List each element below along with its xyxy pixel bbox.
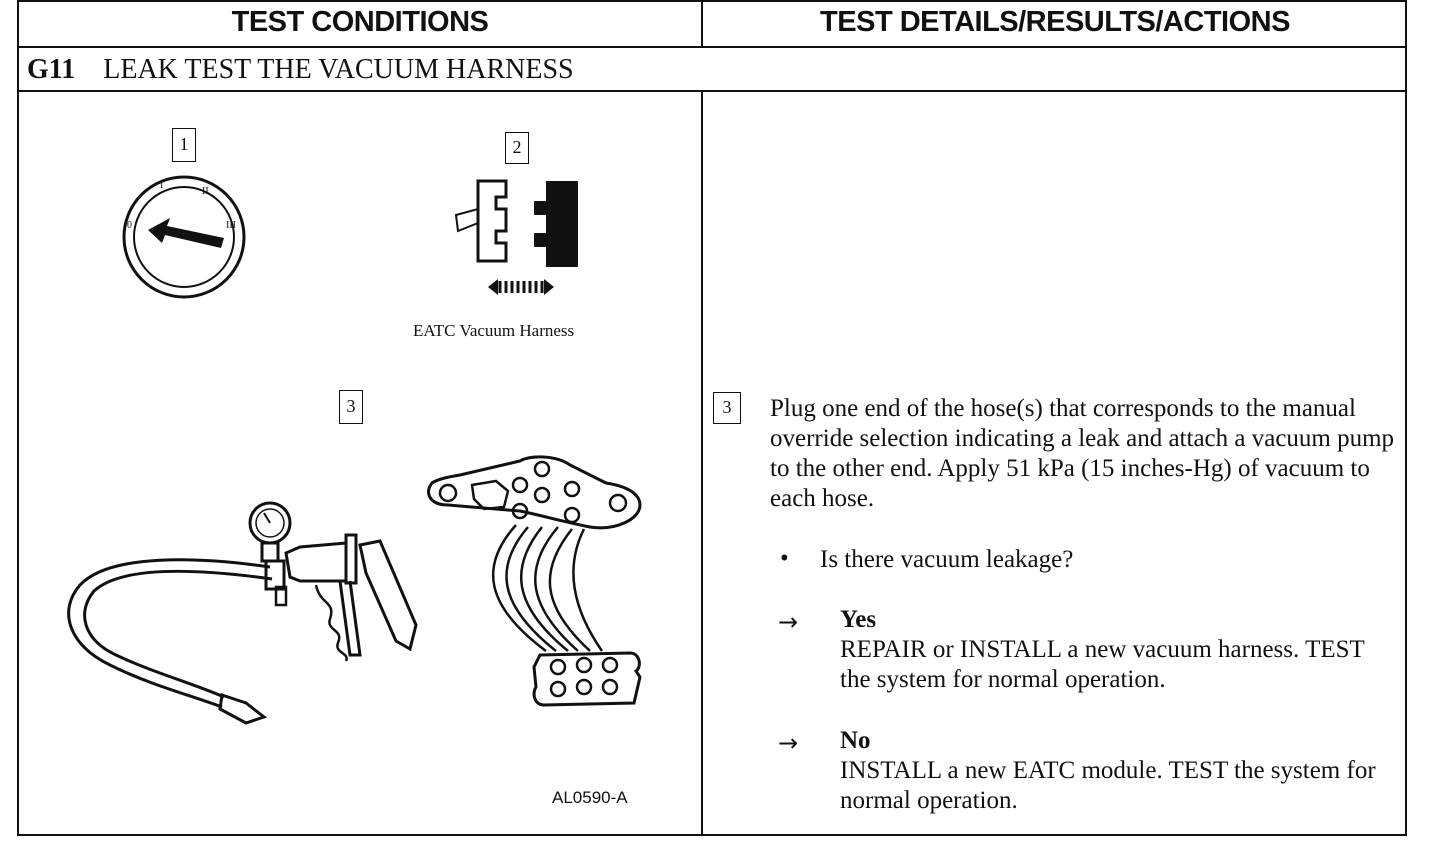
harness-caption: EATC Vacuum Harness [413, 321, 575, 340]
answer-yes-label: Yes [840, 606, 877, 633]
yes-arrow-icon: → [778, 608, 799, 636]
callout-2: 2 [505, 132, 529, 164]
body-column-divider [701, 90, 703, 836]
callout-1: 1 [172, 128, 196, 162]
answer-yes-action: REPAIR or INSTALL a new vacuum harness. … [840, 636, 1365, 693]
vacuum-pump-icon [67, 501, 418, 725]
answer-yes: Yes REPAIR or INSTALL a new vacuum harne… [840, 605, 1400, 695]
header-divider [19, 46, 1405, 48]
dial-label-2: II [202, 186, 209, 197]
question-text: Is there vacuum leakage? [820, 546, 1074, 573]
step-instruction: Plug one end of the hose(s) that corresp… [770, 395, 1395, 512]
header-test-details: TEST DETAILS/RESULTS/ACTIONS [820, 6, 1290, 38]
test-title: G11 LEAK TEST THE VACUUM HARNESS [27, 54, 574, 86]
header-test-conditions: TEST CONDITIONS [231, 6, 489, 38]
vacuum-connector-icon [454, 179, 578, 295]
dial-label-1: I [160, 180, 164, 191]
title-divider [19, 90, 1405, 92]
answer-no-label: No [840, 727, 871, 754]
test-code: G11 [27, 54, 76, 85]
vacuum-harness-icon [427, 455, 642, 707]
dial-label-3: III [226, 220, 236, 231]
answer-no: No INSTALL a new EATC module. TEST the s… [840, 726, 1380, 816]
test-title-text: LEAK TEST THE VACUUM HARNESS [103, 54, 574, 85]
step-number-box: 3 [713, 392, 741, 424]
answer-no-action: INSTALL a new EATC module. TEST the syst… [840, 757, 1376, 814]
ignition-switch-icon [122, 175, 246, 299]
figure-id: AL0590-A [552, 788, 628, 807]
header-column-divider [701, 2, 703, 46]
no-arrow-icon: → [778, 729, 799, 757]
test-table: TEST CONDITIONS TEST DETAILS/RESULTS/ACT… [17, 0, 1407, 836]
callout-3: 3 [339, 390, 363, 424]
dial-label-0: 0 [127, 220, 132, 231]
question-bullet: • [780, 545, 789, 572]
